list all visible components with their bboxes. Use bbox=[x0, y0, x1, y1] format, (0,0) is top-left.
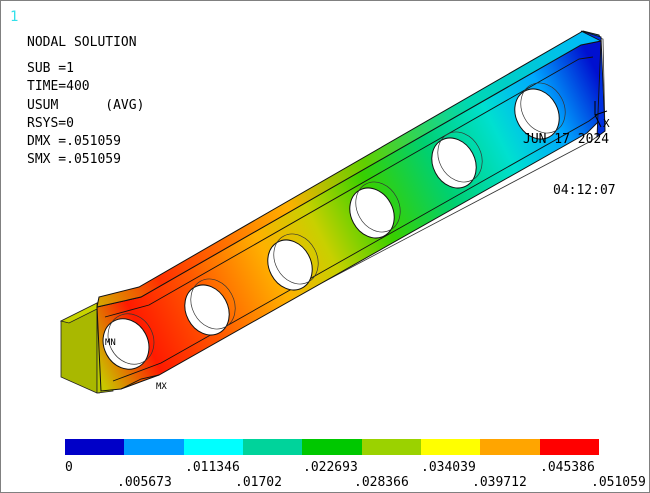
min-label: MN bbox=[105, 338, 116, 348]
legend-label-lower-1: .005673 bbox=[117, 475, 172, 490]
window-number: 1 bbox=[10, 9, 19, 25]
legend-label-lower-2: .01702 bbox=[235, 475, 282, 490]
timestamp-date: JUN 17 2024 bbox=[523, 132, 610, 147]
flange-lines bbox=[104, 56, 598, 390]
min-marker: MN bbox=[105, 338, 116, 348]
legend-segment-6 bbox=[361, 439, 421, 455]
smx-text: SMX =.051059 bbox=[27, 152, 121, 168]
legend-segment-5 bbox=[302, 439, 362, 455]
legend-label-lower-5: .051059 bbox=[591, 475, 646, 490]
plot-title: NODAL SOLUTION bbox=[27, 35, 137, 50]
legend-segment-9 bbox=[539, 439, 599, 455]
result-item-text: USUM (AVG) bbox=[27, 97, 145, 113]
legend-label-upper-5: .045386 bbox=[540, 460, 595, 475]
rsys-text: RSYS=0 bbox=[27, 115, 74, 131]
right-end-cap bbox=[580, 30, 606, 138]
max-label: MX bbox=[156, 382, 167, 392]
legend-segment-1 bbox=[65, 439, 125, 455]
solution-info-panel: NODAL SOLUTION SUB =1 TIME=400 USUM (AVG… bbox=[27, 34, 144, 169]
time-text: TIME=400 bbox=[27, 79, 90, 95]
legend-label-upper-3: .022693 bbox=[303, 460, 358, 475]
axis-x-label: X bbox=[603, 117, 610, 130]
contour-legend-bar bbox=[65, 439, 599, 455]
timestamp-block: JUN 17 2024 04:12:07 bbox=[523, 97, 616, 233]
legend-segment-4 bbox=[242, 439, 303, 455]
hole-rims bbox=[107, 82, 566, 365]
legend-label-upper-4: .034039 bbox=[421, 460, 476, 475]
holes bbox=[102, 88, 560, 370]
legend-label-upper-2: .011346 bbox=[185, 460, 240, 475]
legend-label-lower-3: .028366 bbox=[354, 475, 409, 490]
legend-segment-8 bbox=[480, 439, 540, 455]
beam-top-face bbox=[96, 30, 602, 308]
timestamp-time: 04:12:07 bbox=[553, 183, 616, 198]
dmx-text: DMX =.051059 bbox=[27, 134, 121, 150]
legend-label-upper-1: 0 bbox=[65, 460, 73, 475]
legend-label-lower-4: .039712 bbox=[472, 475, 527, 490]
legend-segment-3 bbox=[183, 439, 243, 455]
legend-segment-7 bbox=[420, 439, 481, 455]
coordinate-triad: X bbox=[594, 101, 610, 130]
legend-segment-2 bbox=[124, 439, 184, 455]
substep-text: SUB =1 bbox=[27, 61, 74, 77]
max-marker: MX bbox=[156, 382, 167, 392]
